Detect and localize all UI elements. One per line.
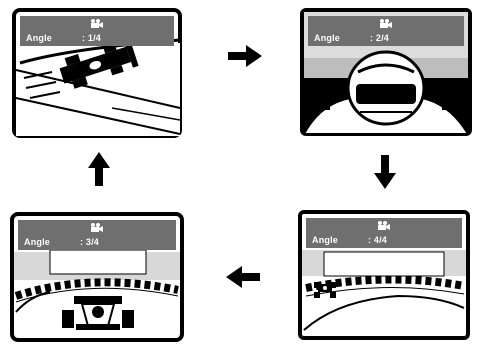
arrow-up-icon bbox=[88, 152, 110, 191]
camera-icon bbox=[379, 18, 393, 28]
camera-icon bbox=[90, 222, 104, 232]
angle-panel-4: Angle: 4/4 bbox=[298, 210, 470, 340]
angle-osd-4: Angle: 4/4 bbox=[306, 218, 462, 248]
angle-osd-1: Angle: 1/4 bbox=[20, 16, 174, 46]
camera-icon bbox=[90, 18, 104, 28]
angle-readout-4: Angle: 4/4 bbox=[312, 235, 387, 245]
angle-readout-2: Angle: 2/4 bbox=[314, 33, 389, 43]
angle-osd-2: Angle: 2/4 bbox=[308, 16, 464, 46]
angle-readout-1: Angle: 1/4 bbox=[26, 33, 101, 43]
angle-readout-3: Angle: 3/4 bbox=[24, 237, 99, 247]
angle-panel-2: Angle: 2/4 bbox=[300, 8, 472, 136]
angle-osd-3: Angle: 3/4 bbox=[18, 220, 176, 250]
arrow-down-icon bbox=[374, 155, 396, 194]
arrow-left-icon bbox=[226, 266, 260, 293]
camera-icon bbox=[377, 220, 391, 230]
angle-panel-1: Angle: 1/4 bbox=[12, 8, 182, 138]
arrow-right-icon bbox=[228, 45, 262, 72]
angle-panel-3: Angle: 3/4 bbox=[10, 212, 184, 342]
